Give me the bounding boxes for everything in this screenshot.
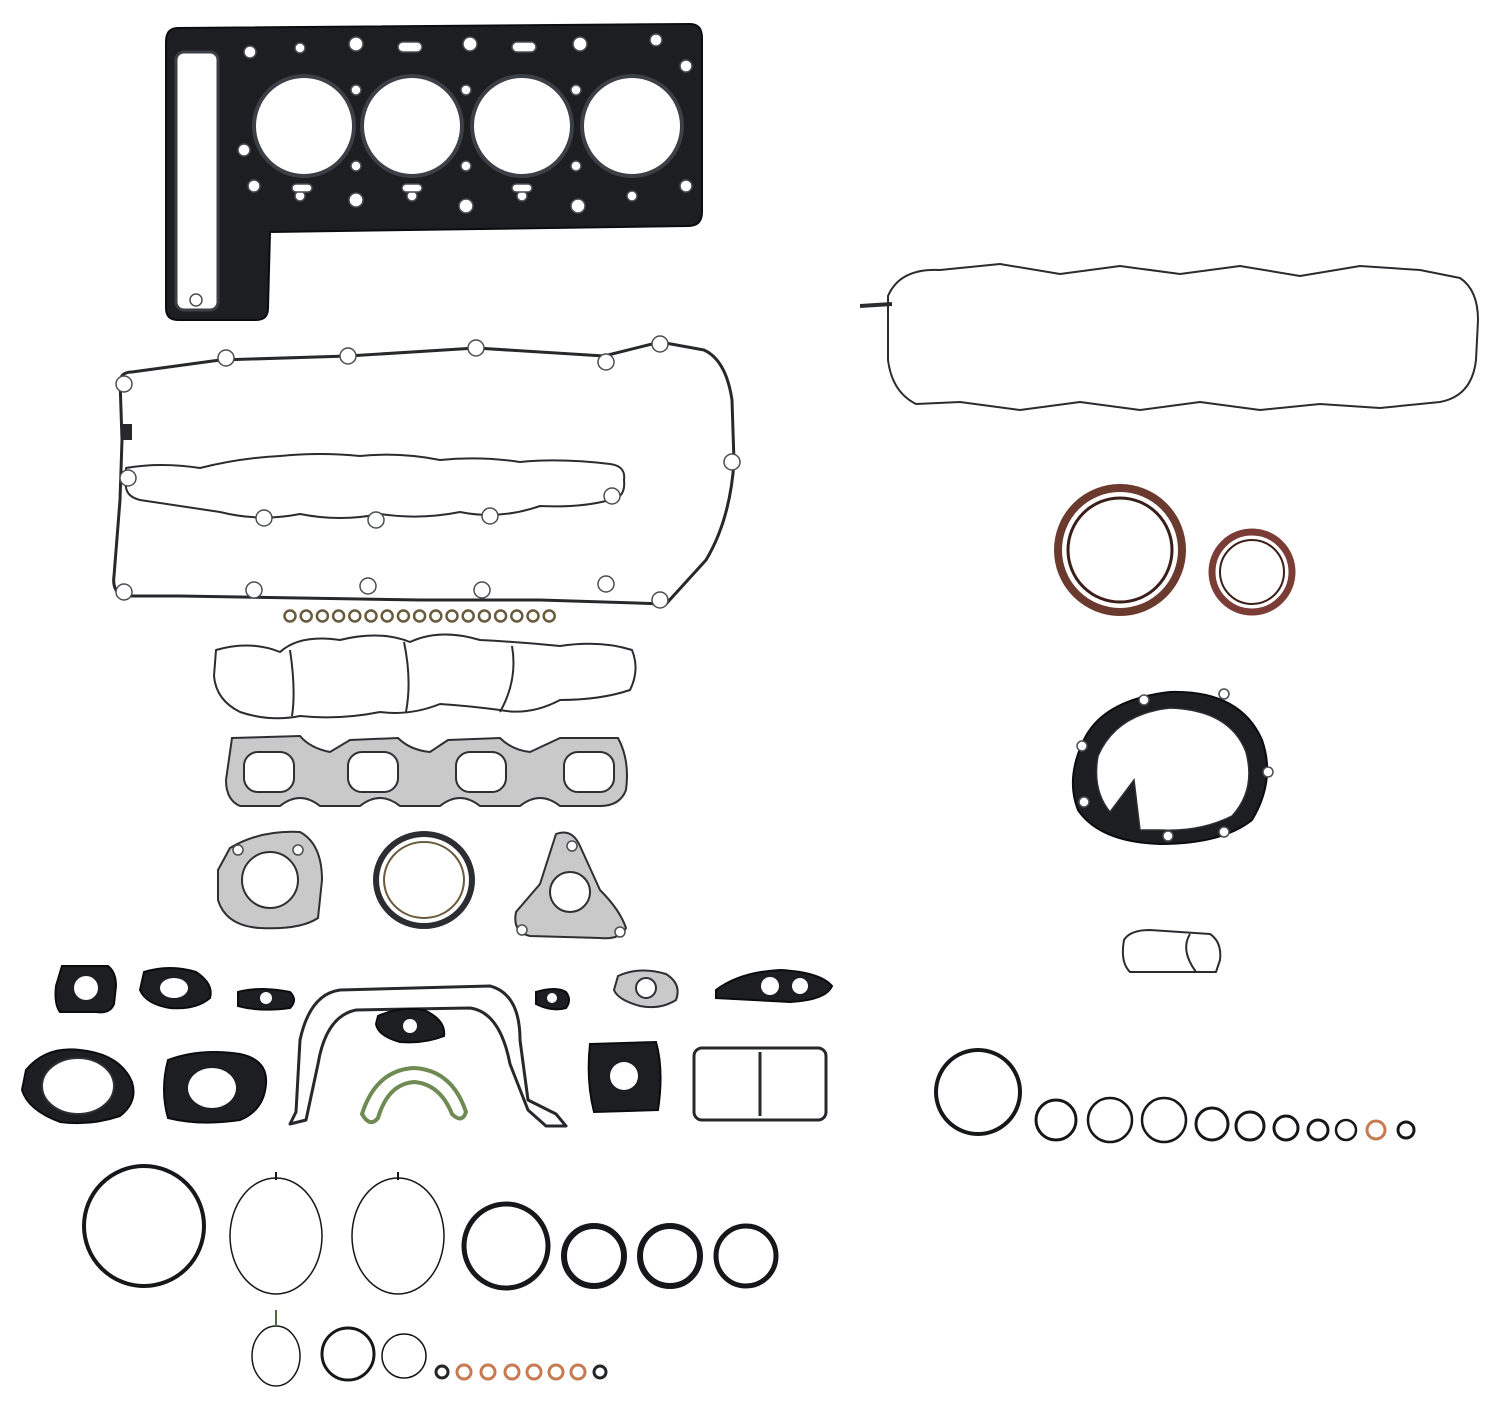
valve-stem-seal-ring <box>315 609 330 623</box>
valve-stem-seal-ring <box>331 609 346 623</box>
copper-washer <box>525 1363 543 1381</box>
valve-stem-seal-ring <box>461 609 475 623</box>
o-ring <box>1034 1098 1078 1142</box>
timing-cover-gasket <box>288 984 568 1128</box>
copper-washer <box>547 1363 565 1381</box>
valve-stem-seal-ring <box>283 609 297 623</box>
o-ring <box>1365 1119 1387 1141</box>
copper-washer <box>479 1363 497 1381</box>
valve-stem-seal-ring <box>477 609 492 623</box>
o-ring <box>1272 1114 1300 1142</box>
o-ring <box>1396 1120 1416 1140</box>
small-gaskets-row <box>54 965 834 1014</box>
large-o-rings-row <box>82 1164 779 1295</box>
egr-valve-gasket <box>587 1040 662 1114</box>
valve-stem-seal-ring <box>364 609 378 623</box>
cylinder-head-gasket <box>165 22 703 321</box>
o-ring <box>1234 1110 1266 1142</box>
valve-stem-seal-rings <box>283 609 556 623</box>
copper-washer <box>434 1364 450 1380</box>
copper-washer <box>503 1363 521 1381</box>
o-ring <box>1194 1106 1230 1142</box>
valve-stem-seal-ring <box>526 609 540 623</box>
oil-filter-housing-gasket <box>20 1048 135 1125</box>
turbo-oil-seal-ring <box>373 831 475 929</box>
turbo-outlet-gasket <box>514 831 628 940</box>
valve-stem-seal-ring <box>412 609 427 623</box>
valve-stem-seal-ring <box>493 609 508 623</box>
water-pump-gasket <box>1071 688 1274 846</box>
valve-stem-seal-ring <box>445 609 459 623</box>
water-outlet-gasket <box>163 1051 268 1124</box>
valve-stem-seal-ring <box>510 609 524 623</box>
valve-stem-seal-ring <box>348 609 362 623</box>
valve-stem-seal-ring <box>299 609 313 623</box>
valve-stem-seal-ring <box>396 609 411 623</box>
right-o-rings-row <box>934 1048 1416 1144</box>
intake-manifold-gasket <box>213 633 637 720</box>
valve-stem-seal-ring <box>380 609 394 623</box>
exhaust-manifold-gasket <box>224 734 628 807</box>
copper-washer <box>455 1363 473 1381</box>
small-rings-bottom-row <box>251 1310 608 1387</box>
egr-cooler-gasket <box>692 1046 828 1122</box>
o-ring <box>1086 1096 1134 1144</box>
oil-pan-gasket <box>859 263 1479 411</box>
head-gasket-holes <box>189 33 693 307</box>
green-seal-loop <box>359 1065 469 1125</box>
valve-stem-seal-ring <box>542 609 556 623</box>
front-crankshaft-seal <box>1208 528 1296 616</box>
valve-cover-gasket <box>112 335 741 609</box>
copper-washer <box>592 1364 608 1380</box>
o-ring <box>1140 1096 1188 1144</box>
o-ring <box>1334 1118 1358 1142</box>
rear-crankshaft-seal <box>1054 484 1186 616</box>
o-ring <box>1306 1118 1330 1142</box>
valve-cover-bolt-bosses <box>115 335 741 609</box>
copper-washer <box>569 1363 587 1381</box>
valve-stem-seal-ring <box>429 609 443 623</box>
turbo-inlet-gasket <box>217 830 324 930</box>
thermostat-gasket <box>1121 929 1222 973</box>
